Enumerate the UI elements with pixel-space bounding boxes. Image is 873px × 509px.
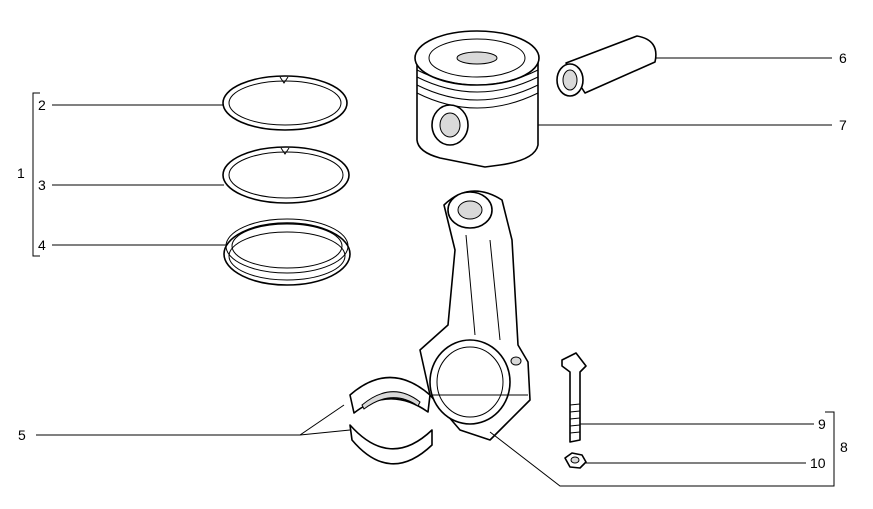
piston-pin <box>556 35 657 97</box>
leader-8 <box>489 411 835 487</box>
callout-1: 1 <box>17 165 25 181</box>
callout-3: 3 <box>38 177 46 193</box>
callout-6: 6 <box>839 50 847 66</box>
callout-5: 5 <box>18 427 26 443</box>
callout-9: 9 <box>818 416 826 432</box>
piston <box>414 30 540 168</box>
leader-5 <box>36 404 345 436</box>
callout-4: 4 <box>38 237 46 253</box>
piston-ring-second <box>222 146 350 204</box>
rod-nut <box>564 452 587 469</box>
callout-7: 7 <box>839 117 847 133</box>
bearing-shells <box>349 376 433 465</box>
ring-group-bracket: 1 <box>17 92 40 257</box>
piston-ring-top <box>222 75 348 131</box>
callout-8: 8 <box>840 439 848 455</box>
callout-2: 2 <box>38 97 46 113</box>
callout-10: 10 <box>810 455 826 471</box>
oil-control-ring <box>223 218 351 286</box>
rod-bolt <box>561 352 587 443</box>
connecting-rod <box>419 190 531 441</box>
